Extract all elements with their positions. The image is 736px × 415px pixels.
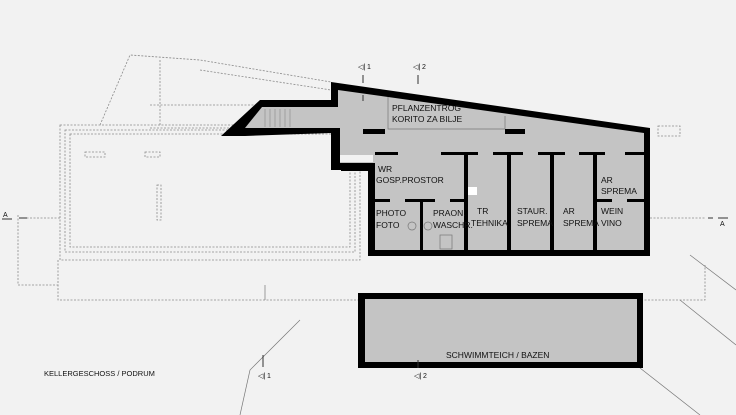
laundry-label-de: WASCHR. [433, 220, 473, 230]
pool-water [365, 299, 637, 362]
svg-text:1: 1 [267, 373, 271, 380]
staur-label-hr: SPREMA [517, 218, 553, 228]
ar2-label-hr: SPREMA [601, 186, 637, 196]
stairs [264, 109, 291, 127]
utility-label-hr: GOSP.PROSTOR [376, 175, 444, 185]
plan-title: KELLERGESCHOSS / PODRUM [44, 369, 155, 378]
ar1-label-hr: SPREMA [563, 218, 599, 228]
svg-text:2: 2 [422, 64, 426, 71]
upper-floor-outline [17, 54, 736, 415]
pool-label: SCHWIMMTEICH / BAZEN [446, 350, 549, 360]
section-mark-1-bottom: ◁| 1 [258, 355, 271, 380]
photo-label-de: PHOTO [376, 208, 406, 218]
laundry-label-hr: PRAON. [433, 208, 466, 218]
ar2-label-de: AR [601, 175, 613, 185]
technical-label-hr: TEHNIKA [471, 218, 508, 228]
section-mark-a-right: A [708, 217, 728, 228]
ar1-label-de: AR [563, 206, 575, 216]
section-mark-a-left: A [2, 212, 27, 220]
fixtures [407, 221, 453, 250]
photo-label-hr: FOTO [376, 220, 400, 230]
column-marker [468, 187, 477, 195]
planter-label-de: PFLANZENTROG [392, 103, 461, 113]
svg-text:◁|: ◁| [358, 64, 365, 71]
utility-label-de: WR [378, 164, 392, 174]
wine-label-hr: VINO [601, 218, 622, 228]
section-mark-2-top: ◁| 2 [413, 64, 426, 84]
svg-text:◁|: ◁| [413, 64, 420, 71]
svg-text:2: 2 [423, 373, 427, 380]
staur-label-de: STAUR. [517, 206, 548, 216]
svg-text:1: 1 [367, 64, 371, 71]
svg-text:A: A [720, 221, 725, 228]
section-mark-2-bottom: ◁| 2 [414, 360, 427, 380]
section-mark-1-top: ◁| 1 [358, 64, 371, 101]
light-well [340, 155, 373, 162]
svg-text:◁|: ◁| [258, 373, 265, 380]
planter [363, 97, 525, 134]
svg-text:A: A [3, 212, 8, 219]
technical-label-de: TR [477, 206, 488, 216]
wine-label-de: WEIN [601, 206, 623, 216]
interior-walls [375, 152, 644, 250]
planter-label-hr: KORITO ZA BILJE [392, 114, 463, 124]
svg-text:◁|: ◁| [414, 373, 421, 380]
basement-floor [245, 90, 644, 250]
